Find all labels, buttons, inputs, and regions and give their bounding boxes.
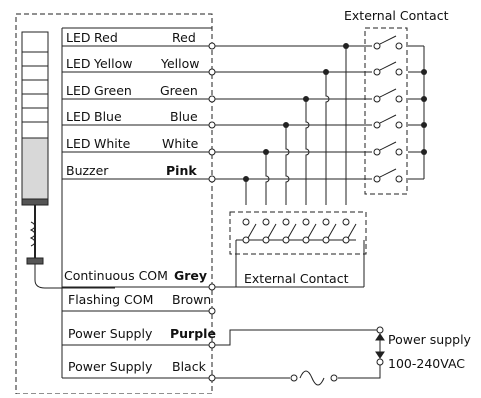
row-color-label: Green: [94, 83, 132, 98]
wire-row-white: LED White White: [62, 136, 212, 153]
wire-row-yellow: LED Yellow Yellow: [62, 56, 212, 73]
com-label: Flashing COM: [68, 292, 153, 307]
external-contact-top-label: External Contact: [344, 8, 449, 23]
wire-color-label: Pink: [166, 163, 197, 178]
external-contact-bottom-label: External Contact: [244, 271, 349, 286]
wire-color-label: Yellow: [160, 56, 199, 71]
tower-light-icon: [21, 31, 115, 289]
row-label: LED: [66, 83, 91, 98]
com-wire-label: Grey: [174, 268, 207, 283]
com-rows: Continuous COM Grey Flashing COM Brown P…: [61, 179, 216, 379]
wire-row-blue: LED Blue Blue: [62, 109, 212, 126]
com-wire-label: Purple: [170, 326, 216, 341]
com-wire-label: Brown: [172, 292, 211, 307]
power-voltage-label: 100-240VAC: [388, 356, 465, 371]
wire-row-pink: Buzzer Pink: [62, 163, 212, 180]
terminal-points: [208, 42, 216, 382]
wire-row-green: LED Green Green: [62, 83, 212, 100]
row-color-label: Red: [94, 30, 118, 45]
wire-color-label: Green: [160, 83, 198, 98]
com-label: Power Supply: [68, 326, 153, 341]
junction-dots: [243, 43, 427, 182]
row-label: LED: [66, 56, 91, 71]
wire-rows: LED Red Red LED Yellow Yellow LED Green …: [61, 27, 212, 180]
power-supply-label: Power supply: [388, 332, 472, 347]
external-contacts-lower: [229, 211, 367, 255]
wire-color-label: Blue: [170, 109, 198, 124]
com-row-purple: Power Supply Purple: [62, 326, 216, 346]
row-label: LED: [66, 109, 91, 124]
wire-color-label: Red: [172, 30, 196, 45]
com-label: Power Supply: [68, 359, 153, 374]
com-label: Continuous COM: [64, 268, 168, 283]
com-row-brown: Flashing COM Brown: [62, 292, 212, 312]
right-wiring: [215, 45, 425, 386]
row-color-label: White: [94, 136, 131, 151]
com-wire-label: Black: [172, 359, 207, 374]
row-color-label: Blue: [94, 109, 122, 124]
row-label: Buzzer: [66, 163, 109, 178]
wire-row-red: LED Red Red: [62, 30, 212, 47]
row-color-label: Yellow: [93, 56, 132, 71]
external-contacts-right: [364, 27, 408, 195]
com-row-grey: Continuous COM Grey: [62, 268, 212, 288]
com-row-black: Power Supply Black: [62, 359, 212, 379]
row-label: LED: [66, 30, 91, 45]
wire-color-label: White: [162, 136, 199, 151]
row-label: LED: [66, 136, 91, 151]
